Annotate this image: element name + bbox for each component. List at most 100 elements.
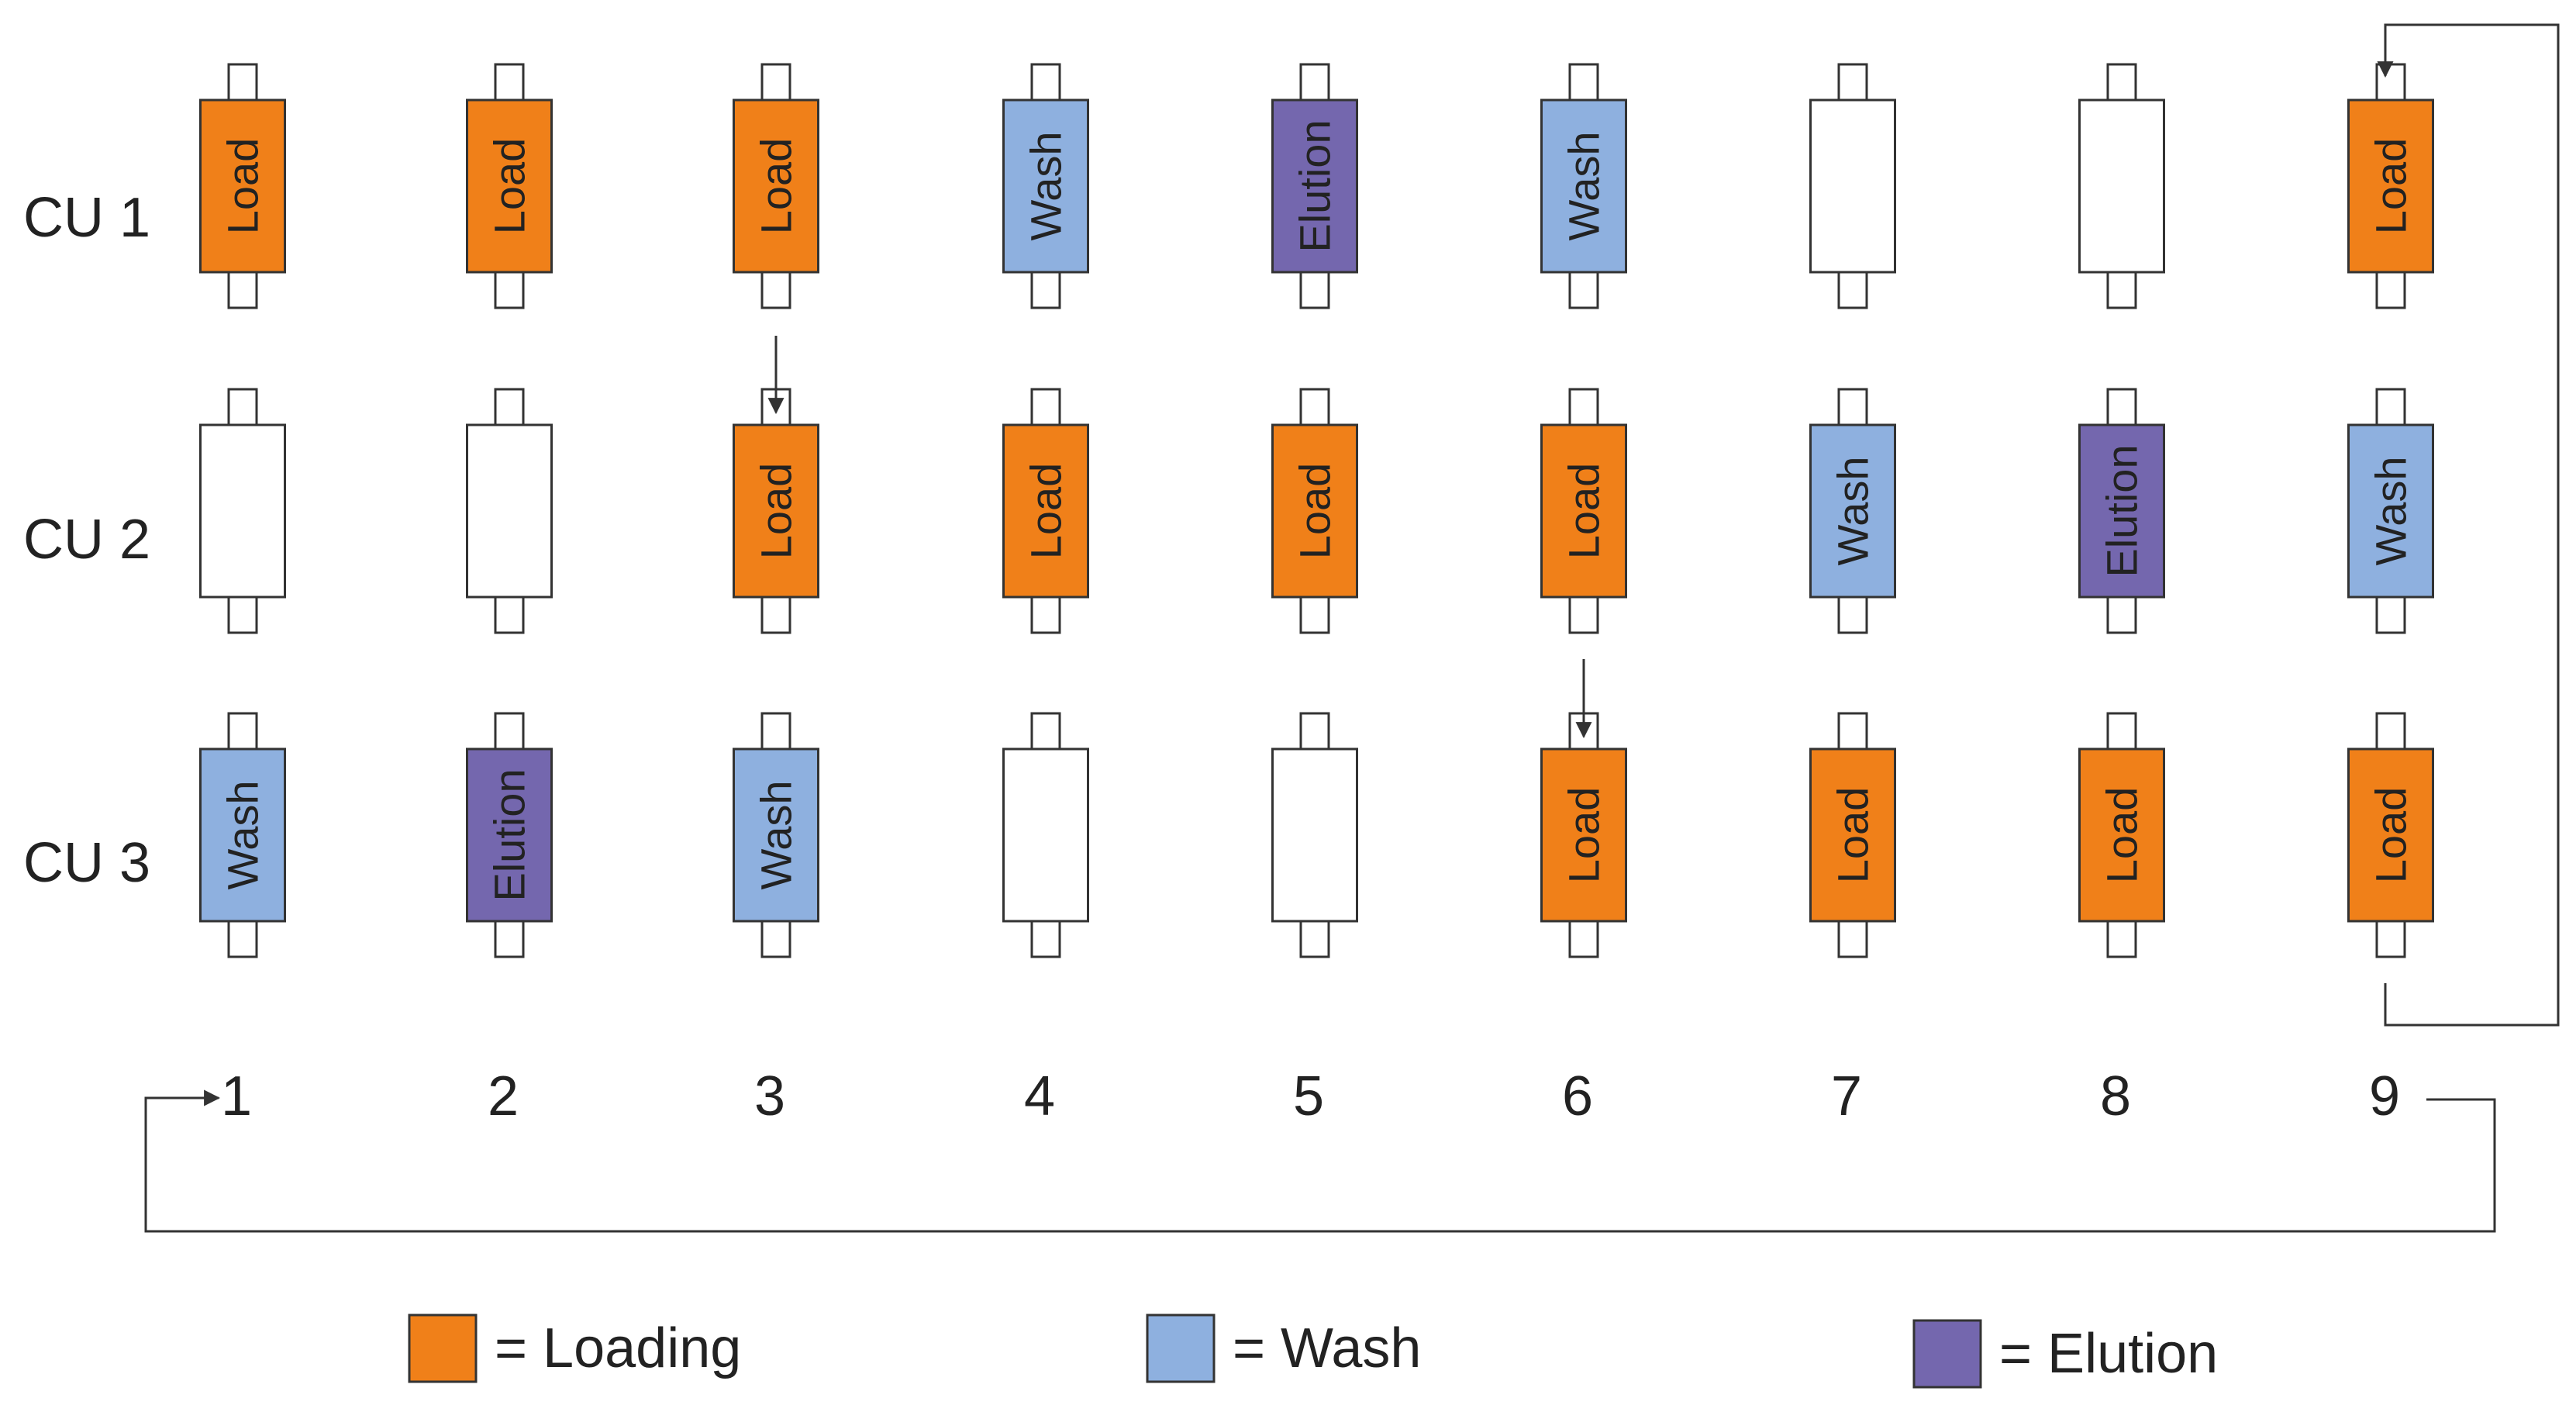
column-phase-label: Load — [752, 138, 801, 235]
column-bottom-cap — [2375, 271, 2406, 309]
column-body — [1271, 423, 1358, 599]
column-phase-label: Load — [1022, 463, 1071, 560]
column-top-cap — [1299, 388, 1330, 426]
step-number-9: 9 — [2369, 1065, 2400, 1127]
column-body — [1002, 423, 1089, 599]
column-body — [2078, 423, 2165, 599]
column-cu1-step6: Wash — [1540, 63, 1627, 309]
legend-label: = Loading — [495, 1317, 741, 1379]
column-cu1-step3: Load — [733, 63, 819, 309]
column-bottom-cap — [2106, 920, 2137, 958]
legend-label: = Wash — [1233, 1317, 1421, 1379]
column-phase-label: Wash — [1829, 456, 1878, 565]
column-cu1-step2: Load — [466, 63, 553, 309]
legend: = Loading = Wash = Elution — [408, 1314, 2218, 1389]
column-body — [1271, 98, 1358, 274]
row-label-cu3: CU 3 — [23, 832, 150, 894]
column-cu2-step7: Wash — [1809, 388, 1896, 634]
column-body — [1002, 747, 1089, 923]
column-cu1-step1: Load — [199, 63, 286, 309]
column-body — [2078, 98, 2165, 274]
column-body — [1809, 747, 1896, 923]
step-number-6: 6 — [1562, 1065, 1593, 1127]
column-cu2-step5: Load — [1271, 388, 1358, 634]
column-cu3-step5 — [1271, 712, 1358, 958]
column-phase-label: Load — [2367, 138, 2416, 235]
column-phase-label: Wash — [1022, 131, 1071, 240]
column-phase-label: Wash — [2367, 456, 2416, 565]
column-bottom-cap — [1837, 595, 1868, 634]
column-top-cap — [2375, 712, 2406, 751]
column-bottom-cap — [227, 595, 258, 634]
loop-arrow-bottom — [144, 1089, 2496, 1233]
column-bottom-cap — [1299, 271, 1330, 309]
column-phase-label: Load — [1560, 787, 1609, 884]
column-phase-label: Load — [485, 138, 534, 235]
column-cu1-step4: Wash — [1002, 63, 1089, 309]
column-body — [466, 98, 553, 274]
step-number-4: 4 — [1024, 1065, 1055, 1127]
step-number-5: 5 — [1293, 1065, 1324, 1127]
column-bottom-cap — [760, 271, 791, 309]
column-top-cap — [1837, 712, 1868, 751]
column-top-cap — [227, 63, 258, 102]
column-phase-label: Elution — [485, 768, 534, 901]
column-body — [1540, 98, 1627, 274]
column-top-cap — [1568, 388, 1599, 426]
column-body — [466, 423, 553, 599]
legend-swatch — [408, 1314, 478, 1383]
column-body — [1002, 98, 1089, 274]
column-cu3-step9: Load — [2347, 712, 2434, 958]
column-cu3-step4 — [1002, 712, 1089, 958]
column-cu2-step6: Load — [1540, 388, 1627, 634]
column-phase-label: Load — [2367, 787, 2416, 884]
column-cu1-step7 — [1809, 63, 1896, 309]
legend-item-elution: = Elution — [1912, 1319, 2218, 1389]
column-cu3-step6: Load — [1540, 712, 1627, 958]
column-cu2-step1 — [199, 388, 286, 634]
column-body — [199, 423, 286, 599]
column-top-cap — [227, 712, 258, 751]
loop-arrow-right — [2377, 23, 2560, 1027]
column-cu2-step8: Elution — [2078, 388, 2165, 634]
column-cu3-step1: Wash — [199, 712, 286, 958]
column-top-cap — [494, 388, 525, 426]
column-body — [2078, 747, 2165, 923]
step-number-2: 2 — [488, 1065, 519, 1127]
legend-item-load: = Loading — [408, 1314, 741, 1383]
column-top-cap — [2106, 712, 2137, 751]
column-phase-label: Load — [219, 138, 267, 235]
column-top-cap — [2375, 388, 2406, 426]
column-bottom-cap — [494, 920, 525, 958]
column-cu2-step3: Load — [733, 388, 819, 634]
column-cu3-step3: Wash — [733, 712, 819, 958]
column-body — [2347, 423, 2434, 599]
column-bottom-cap — [1837, 271, 1868, 309]
column-cu3-step2: Elution — [466, 712, 553, 958]
column-cu2-step9: Wash — [2347, 388, 2434, 634]
column-top-cap — [760, 63, 791, 102]
column-bottom-cap — [1568, 595, 1599, 634]
column-body — [466, 747, 553, 923]
column-bottom-cap — [2375, 920, 2406, 958]
column-phase-label: Elution — [1291, 119, 1340, 252]
legend-swatch — [1912, 1319, 1982, 1389]
step-number-7: 7 — [1831, 1065, 1862, 1127]
column-top-cap — [1299, 712, 1330, 751]
step-number-1: 1 — [221, 1065, 252, 1127]
column-body — [199, 747, 286, 923]
column-phase-label: Load — [1829, 787, 1878, 884]
legend-label: = Elution — [1999, 1323, 2218, 1385]
column-bottom-cap — [1030, 271, 1061, 309]
column-body — [2347, 98, 2434, 274]
column-bottom-cap — [760, 920, 791, 958]
column-bottom-cap — [1030, 595, 1061, 634]
column-phase-label: Load — [1291, 463, 1340, 560]
row-label-cu2: CU 2 — [23, 509, 150, 571]
column-body — [1809, 423, 1896, 599]
column-bottom-cap — [2375, 595, 2406, 634]
column-phase-label: Elution — [2098, 444, 2147, 577]
column-phase-label: Wash — [1560, 131, 1609, 240]
